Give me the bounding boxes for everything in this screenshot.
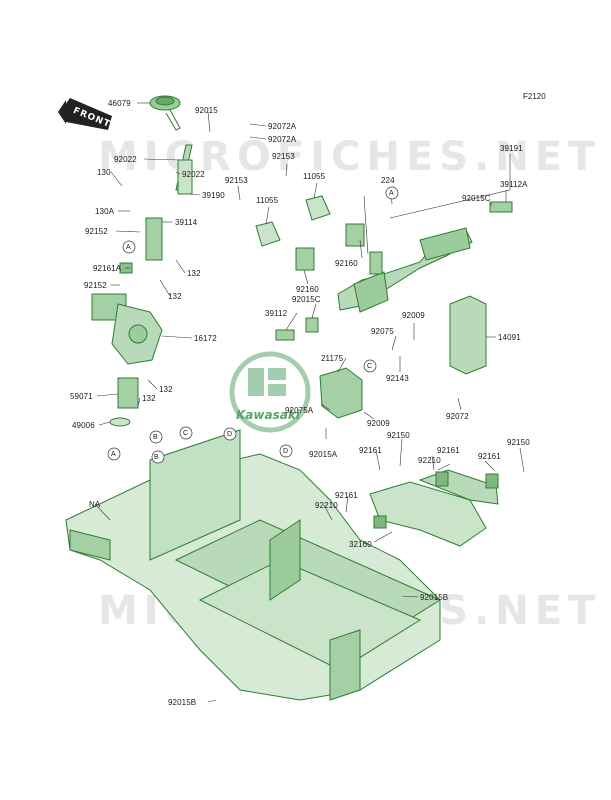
front-arrow-icon (58, 98, 112, 130)
part-label: 39114 (175, 218, 198, 227)
part-label: 49006 (72, 421, 95, 430)
callout-letter: A (126, 244, 131, 251)
part-label: 92072 (446, 412, 469, 421)
part-label: 132 (168, 292, 182, 301)
part-label: NA (89, 500, 101, 509)
part-label: 92161A (93, 264, 122, 273)
part-label: 92015 (195, 106, 218, 115)
callout-letter: A (111, 451, 116, 458)
part-label: 39112 (265, 309, 288, 318)
part-label: 92152 (84, 281, 107, 290)
part-label: 92143 (386, 374, 409, 383)
part-label: 130A (95, 207, 115, 216)
callout-letter: B (154, 454, 159, 461)
part-label: 130 (97, 168, 111, 177)
callout-letter: A (389, 190, 394, 197)
part-label: 92009 (367, 419, 390, 428)
part-label: 92072A (268, 122, 297, 131)
part-label: 92015B (420, 593, 449, 602)
part-label: 21175 (321, 354, 344, 363)
part-label: 224 (381, 176, 395, 185)
part-label: 92015A (309, 450, 338, 459)
part-label: 11055 (256, 196, 279, 205)
part-label: 92161 (359, 446, 382, 455)
part-label: 39112A (500, 180, 528, 189)
part-label: 92210 (315, 501, 338, 510)
part-label: 16172 (194, 334, 217, 343)
logo-text: Kawasaki (236, 408, 300, 422)
callout-letter: C (183, 430, 189, 437)
part-label: 132 (142, 394, 156, 403)
part-label: 92015C (292, 295, 321, 304)
part-label: 39190 (202, 191, 225, 200)
callout-letter: B (153, 434, 158, 441)
callout-letter: D (227, 431, 233, 438)
part-label: 92161 (437, 446, 460, 455)
part-label: 11055 (303, 172, 326, 181)
part-label: 132 (159, 385, 173, 394)
part-label: 92075A (285, 406, 314, 415)
part-label: 92022 (182, 170, 205, 179)
part-label: 39191 (500, 144, 523, 153)
part-label: 14091 (498, 333, 521, 342)
part-label: 92161 (478, 452, 501, 461)
part-label: 92153 (225, 176, 248, 185)
part-label: 32160 (349, 540, 372, 549)
part-label: 92015B (168, 698, 197, 707)
part-label: 92160 (335, 259, 358, 268)
part-label: 92150 (387, 431, 410, 440)
figure-code: F2120 (523, 92, 546, 101)
kawasaki-logo (229, 351, 311, 433)
part-label: 92161 (335, 491, 358, 500)
part-label: 92210 (418, 456, 441, 465)
part-label: 92072A (268, 135, 297, 144)
part-label: 92022 (114, 155, 137, 164)
part-label: 59071 (70, 392, 93, 401)
callout-letter: C (367, 363, 373, 370)
part-label: 92075 (371, 327, 394, 336)
part-label: 92160 (296, 285, 319, 294)
part-label: 92152 (85, 227, 108, 236)
part-label: 92153 (272, 152, 295, 161)
callout-letter: D (283, 448, 289, 455)
part-label: 92015C (462, 194, 491, 203)
part-label: 46079 (108, 99, 131, 108)
part-label: 92150 (507, 438, 530, 447)
part-label: 92009 (402, 311, 425, 320)
part-label: 132 (187, 269, 201, 278)
